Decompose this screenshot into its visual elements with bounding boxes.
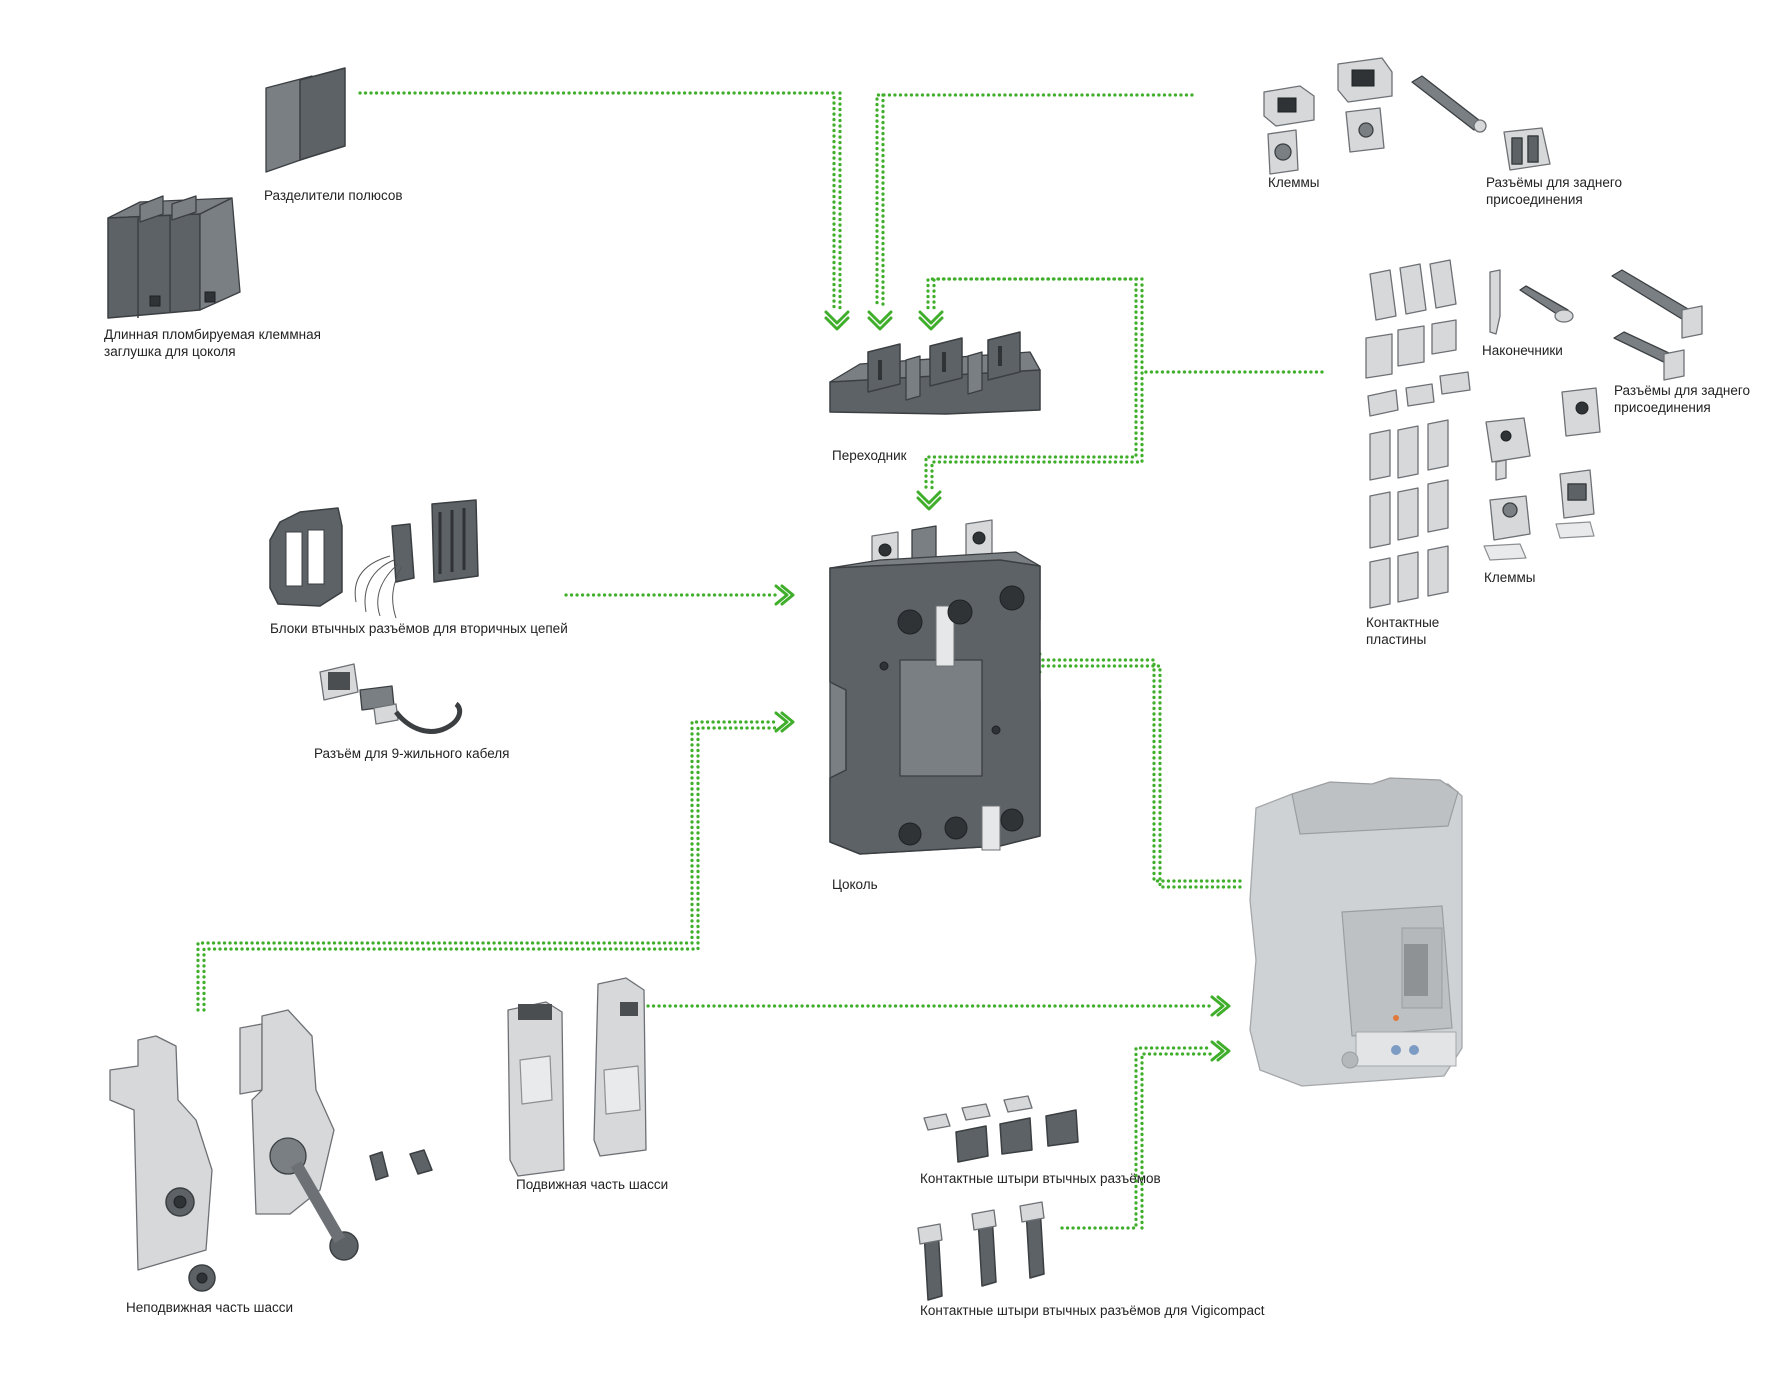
label-contact-pins: Контактные штыри втычных разъёмов — [920, 1171, 1161, 1186]
label-terminal-cover: Длинная пломбируемая клеммная заглушка д… — [104, 327, 321, 359]
moving-chassis-image — [507, 977, 647, 1177]
label-cable-connector: Разъём для 9-жильного кабеля — [314, 746, 510, 761]
arrow-icon — [774, 711, 795, 733]
circuit-breaker-image — [1249, 777, 1463, 1087]
label-adapter: Переходник — [832, 448, 907, 463]
connector-lines — [196, 91, 1324, 1230]
contact-pins-vigi-image — [917, 1201, 1045, 1301]
adapter-image — [829, 331, 1041, 415]
contact-plates-image — [1365, 259, 1471, 609]
arrow-icon — [1210, 995, 1231, 1017]
contact-pins-image — [923, 1095, 1079, 1163]
fixed-chassis-image — [109, 1009, 433, 1292]
terminal-cover-image — [107, 195, 241, 319]
line-breaker — [1038, 658, 1242, 889]
pole-separators-image — [265, 67, 346, 173]
arrow-icon — [918, 310, 944, 331]
rear-connectors-right-image — [1611, 269, 1703, 381]
terminals-right-image — [1483, 387, 1601, 561]
line-contact-pins — [1060, 1046, 1214, 1230]
label-contact-plates: Контактные пластины — [1366, 615, 1440, 647]
label-pole-separators: Разделители полюсов — [264, 188, 403, 203]
arrow-icon — [916, 490, 942, 511]
base-image — [829, 519, 1041, 855]
arrow-icon — [1210, 1040, 1231, 1062]
lugs-image — [1489, 269, 1574, 335]
arrow-icon — [774, 584, 795, 606]
line-top-terminals — [875, 93, 1194, 310]
label-rear-connectors-top: Разъёмы для заднего присоединения — [1486, 175, 1622, 207]
label-base: Цоколь — [832, 877, 878, 892]
cable-connector-image — [319, 663, 463, 734]
line-right-group — [924, 277, 1324, 492]
arrow-heads — [774, 310, 1231, 1062]
terminals-top-image — [1263, 57, 1551, 175]
label-aux-connector-blocks: Блоки втычных разъёмов для вторичных цеп… — [270, 621, 568, 636]
arrow-icon — [824, 310, 850, 331]
label-terminals-right: Клеммы — [1484, 570, 1536, 585]
aux-connector-blocks-image — [269, 499, 479, 619]
label-lugs: Наконечники — [1482, 343, 1563, 358]
label-contact-pins-vigi: Контактные штыри втычных разъёмов для Vi… — [920, 1303, 1265, 1318]
line-pole-separators — [358, 91, 842, 310]
line-fixed-chassis — [196, 720, 778, 1012]
label-moving-chassis: Подвижная часть шасси — [516, 1177, 669, 1192]
arrow-icon — [867, 310, 893, 331]
label-terminals-top: Клеммы — [1268, 175, 1320, 190]
label-fixed-chassis: Неподвижная часть шасси — [126, 1300, 294, 1315]
label-rear-connectors-right: Разъёмы для заднего присоединения — [1614, 383, 1750, 415]
